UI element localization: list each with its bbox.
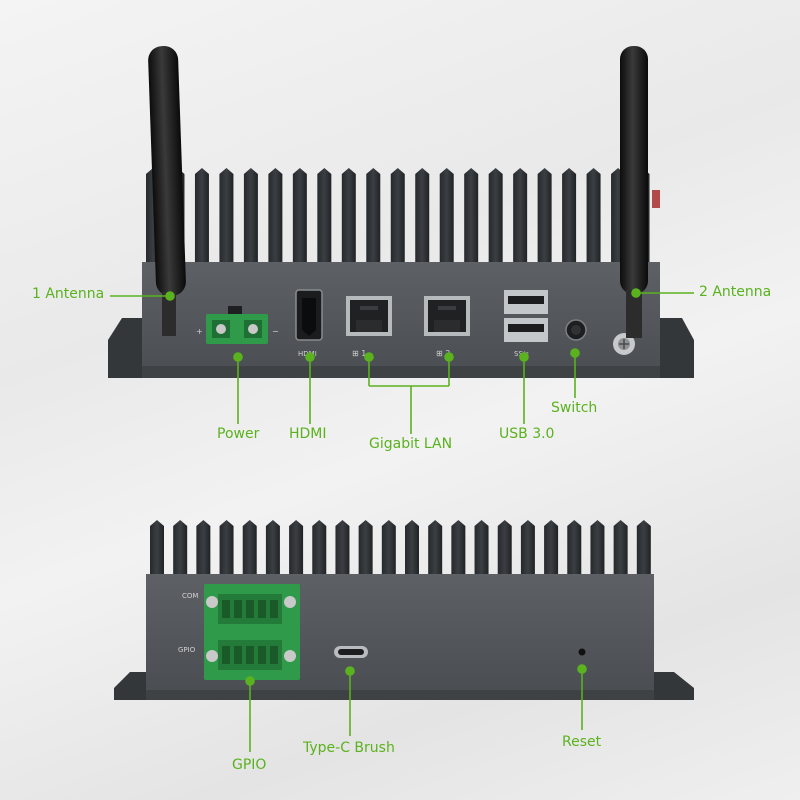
power-minus-mark: − [272,327,279,336]
gpio-terminal-block [204,584,300,680]
heatsink-fin [428,520,443,576]
heatsink-fin [488,168,503,264]
heatsink-fin [567,520,582,576]
terminal-pin [234,646,242,664]
power-switch [565,319,587,341]
lan1-panel-mark: ⊞ 1 [352,349,366,358]
heatsink-fin [451,520,466,576]
lan-port-2 [424,296,470,336]
heatsink-fin [544,520,559,576]
reset-label: Reset [562,734,602,750]
heatsink-fin [173,520,188,576]
bottom-device: COM GPIO [114,520,694,700]
hdmi-port [295,289,323,341]
mount-ear-left-rear [114,672,150,700]
terminal-pin [246,600,254,618]
usb-ports [504,290,548,342]
hdmi-label: HDMI [289,426,327,442]
top-device: + − HDMI ⊞ 1 ⊞ 2 S [108,46,694,378]
type-c-label: Type-C Brush [303,740,395,756]
terminal-pin [258,646,266,664]
top-leader-lines [110,288,694,434]
gigabit-lan-label: Gigabit LAN [369,436,453,452]
heatsink-fin [586,168,601,264]
heatsink-fin [219,520,234,576]
heatsink-fin [366,168,381,264]
antenna-1 [148,46,186,336]
heatsink-fin [613,520,628,576]
heatsink-fin [335,520,350,576]
heatsink-fin [636,520,651,576]
heatsink-fin [358,520,373,576]
power-label: Power [217,426,260,442]
heatsink-fin [292,168,307,264]
terminal-pin [222,646,230,664]
mount-ear-right [658,318,694,378]
heatsink-fin [405,520,419,576]
heatsink-fin [562,168,577,264]
heatsink-fin [537,168,552,264]
heatsink-fin [242,520,257,576]
heatsink-fin [268,168,283,264]
heatsink-fin [415,168,430,264]
terminal-pin [258,600,266,618]
heatsink-fin [265,520,280,576]
gpio-label: GPIO [232,757,267,773]
heatsink-fin [219,168,234,264]
terminal-pin [246,646,254,664]
antenna-2-label: 2 Antenna [699,284,772,300]
heatsink-fins [146,168,650,264]
switch-label: Switch [551,400,598,416]
heatsink-fin [196,520,211,576]
heatsink-fin [243,168,258,264]
terminal-pin [222,600,230,618]
terminal-pin [270,646,278,664]
terminal-pin [270,600,278,618]
antenna-1-label: 1 Antenna [32,286,105,302]
heatsink-fin [194,168,209,264]
heatsink-fin [341,168,356,264]
heatsink-fin [590,520,605,576]
mount-ear-left [108,318,146,378]
ground-screw [613,333,635,355]
heatsink-fin [312,520,327,576]
heatsink-fin [464,168,479,264]
heatsink-fin [317,168,332,264]
heatsink-fin [474,520,489,576]
reset-pinhole [578,648,586,656]
heatsink-fin [390,168,405,264]
antenna-2 [620,46,648,338]
heatsink-fin [513,168,528,264]
heatsink-fin [150,520,164,576]
usb-label: USB 3.0 [499,426,555,442]
heatsink-fin [381,520,396,576]
heatsink-fin [497,520,512,576]
heatsink-fin [439,168,454,264]
mount-ear-right-rear [650,672,694,700]
heatsink-fin [289,520,304,576]
usb-type-c-port [334,646,368,658]
power-plus-mark: + [196,327,203,336]
heatsink-fin [520,520,535,576]
heatsink-fins-rear [150,520,651,576]
com-panel-mark: COM [182,592,198,600]
power-connector [206,306,268,344]
terminal-pin [234,600,242,618]
lan-port-1 [346,296,392,336]
bottom-leader-lines [245,664,587,752]
gpio-panel-mark: GPIO [178,646,196,654]
